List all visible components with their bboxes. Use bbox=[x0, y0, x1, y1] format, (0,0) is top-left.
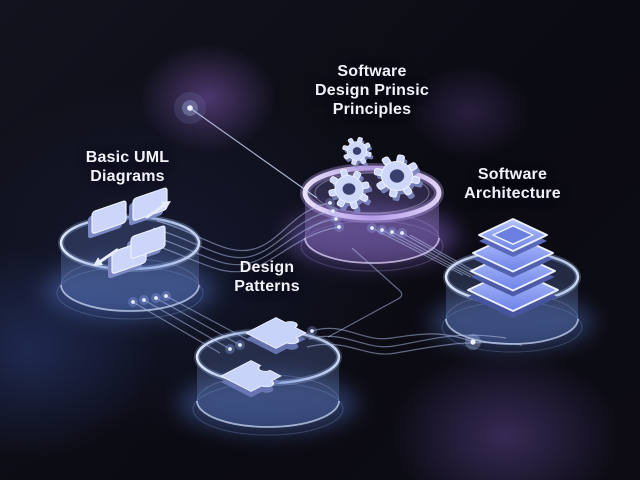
label-line: Architecture bbox=[464, 185, 561, 202]
gears-icon bbox=[320, 133, 427, 221]
node-label-basic-uml-diagrams: Basic UML Diagrams bbox=[20, 148, 235, 186]
circuit-dots bbox=[128, 92, 481, 354]
stacked-layers-icon bbox=[467, 218, 559, 318]
label-line: Patterns bbox=[234, 278, 300, 295]
connection-dot-to-principles bbox=[189, 107, 318, 199]
connection-patterns-architecture bbox=[306, 327, 523, 355]
arrow-down-left-icon bbox=[93, 248, 119, 266]
arrow-up-right-icon bbox=[145, 201, 171, 219]
label-line: Principles bbox=[332, 101, 412, 118]
label-line: Software bbox=[337, 63, 407, 80]
label-line: Design Prinsic bbox=[315, 82, 429, 99]
label-line: Diagrams bbox=[90, 168, 165, 185]
label-line: Software bbox=[477, 166, 548, 183]
connection-principles-patterns bbox=[327, 247, 403, 338]
node-label-design-patterns: Design Patterns bbox=[182, 258, 352, 296]
connection-uml-patterns bbox=[132, 295, 251, 354]
node-label-software-architecture: Software Architecture bbox=[405, 165, 620, 203]
node-label-software-design-principles: Software Design Prinsic Principles bbox=[262, 62, 482, 119]
uml-cards-icon bbox=[88, 186, 171, 279]
label-line: Design bbox=[239, 259, 295, 276]
label-line: Basic UML bbox=[85, 149, 170, 166]
connection-uml-principles bbox=[144, 202, 340, 273]
